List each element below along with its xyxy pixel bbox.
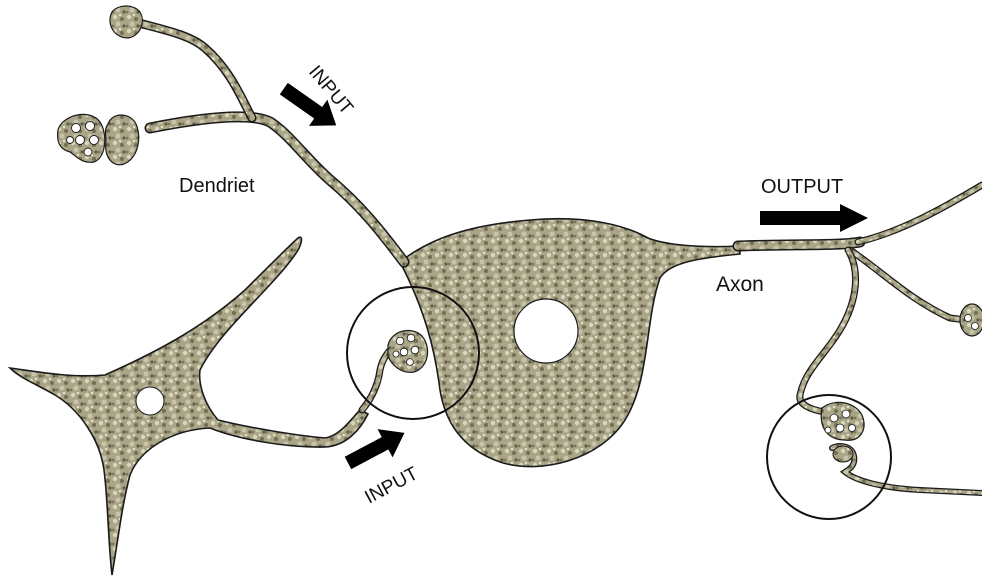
axon-trunk-fill <box>738 242 860 246</box>
label-output: OUTPUT <box>761 176 843 198</box>
left-cell-body <box>10 237 368 575</box>
label-input-bottom: INPUT <box>361 463 422 508</box>
left-nucleus <box>136 387 164 415</box>
synapse-terminal-lower-right <box>821 402 864 440</box>
label-axon: Axon <box>716 273 764 296</box>
dendrite-branch-top <box>135 22 252 118</box>
dendrite-top-knob <box>110 6 142 38</box>
dendrite-spine-upper-left <box>106 115 139 165</box>
label-dendrite: Dendriet <box>179 175 255 197</box>
main-nucleus <box>514 299 578 363</box>
arrow-output <box>760 204 868 232</box>
axon-branch-lower <box>800 250 856 412</box>
